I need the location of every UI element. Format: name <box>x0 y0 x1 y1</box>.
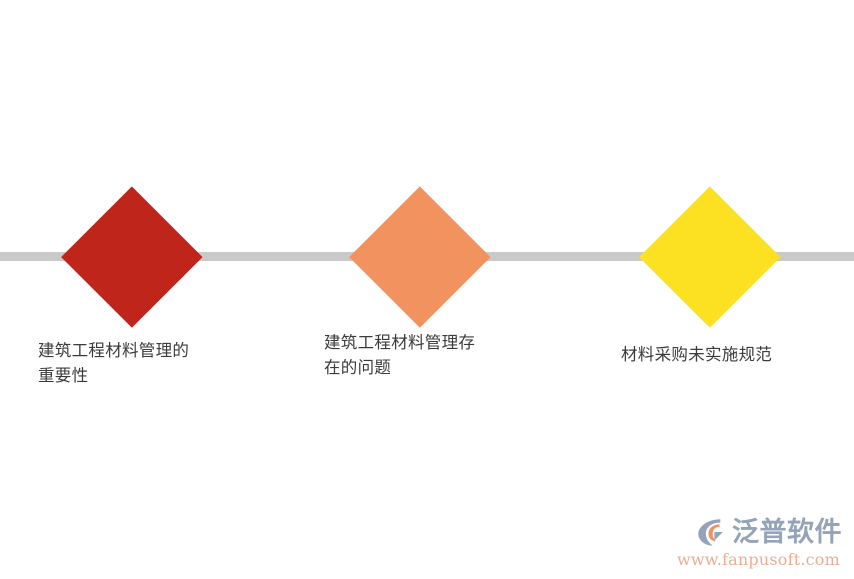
watermark-brand-row: 泛普软件 <box>694 515 842 549</box>
watermark: 泛普软件 www.fanpusoft.com <box>676 515 842 570</box>
diamond-shape-2 <box>348 185 490 327</box>
timeline-node-3[interactable] <box>638 185 780 327</box>
watermark-url-text: www.fanpusoft.com <box>676 550 840 569</box>
fanpu-swoosh-logo-icon <box>698 519 723 546</box>
diamond-shape-3 <box>638 185 780 327</box>
diamond-shape-1 <box>60 185 202 327</box>
timeline-node-1[interactable] <box>60 185 202 327</box>
watermark-brand-text: 泛普软件 <box>732 516 842 548</box>
node-caption-1: 建筑工程材料管理的 重要性 <box>38 341 190 385</box>
timeline-node-2[interactable] <box>348 185 490 327</box>
node-caption-3: 材料采购未实施规范 <box>621 345 773 364</box>
node-caption-2: 建筑工程材料管理存 在的问题 <box>324 333 476 377</box>
